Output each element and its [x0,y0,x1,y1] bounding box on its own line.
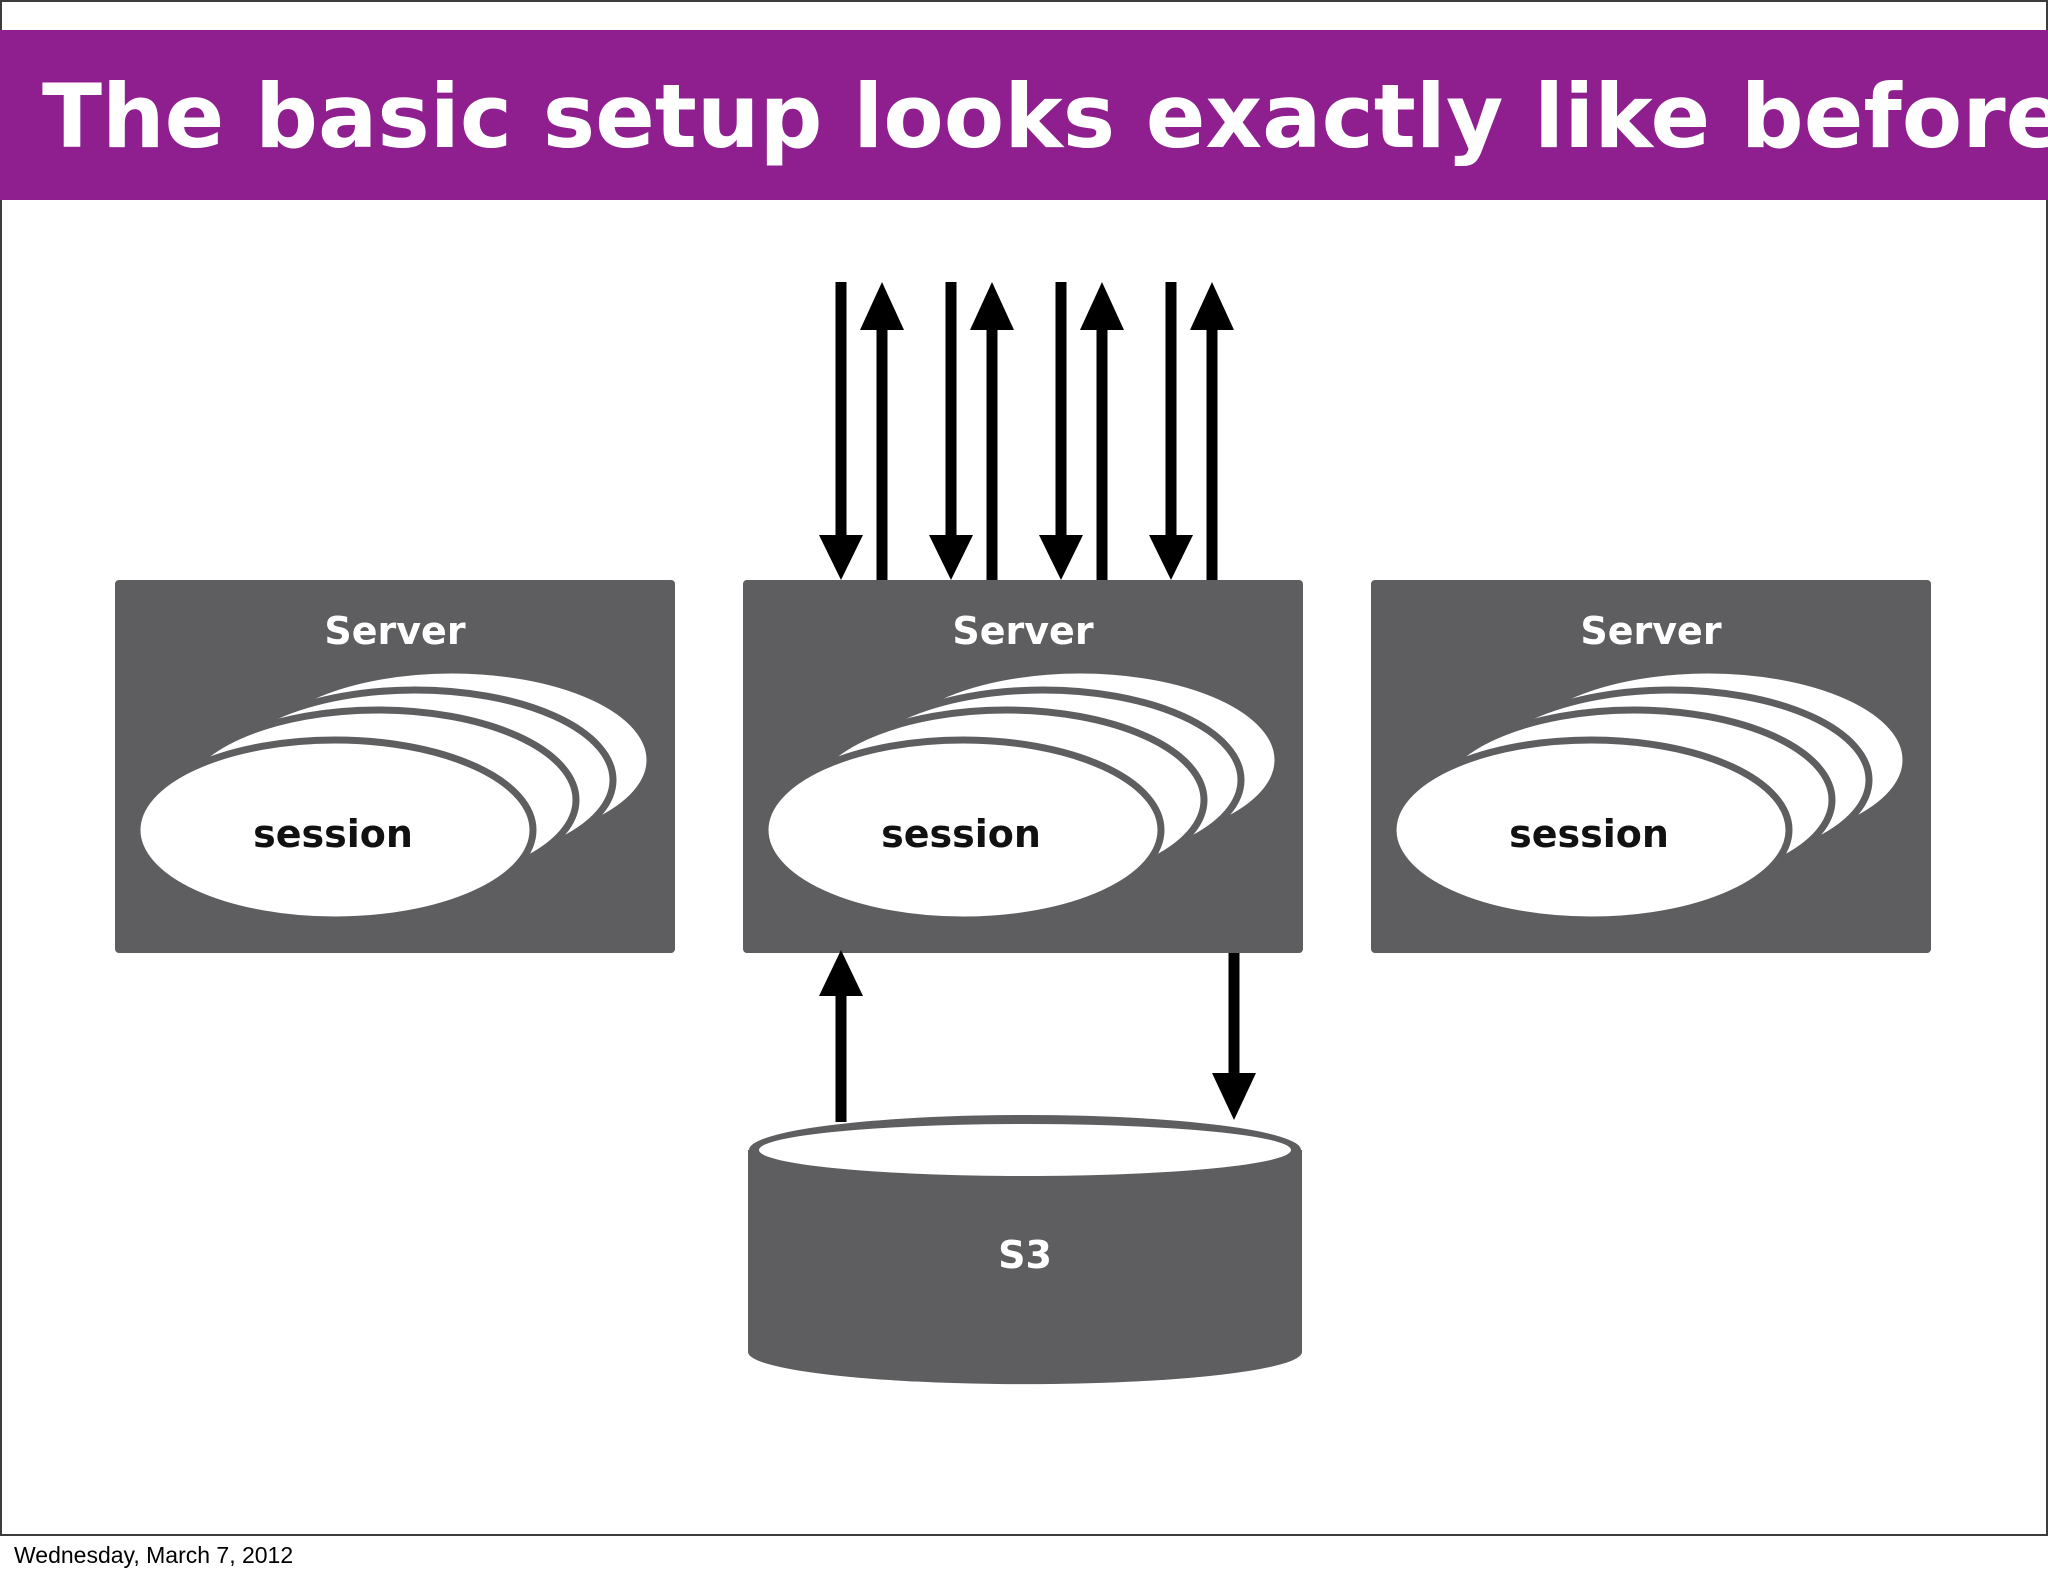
response-arrowhead-2 [970,282,1014,330]
s3-label: S3 [998,1233,1052,1277]
session-stack-3 [1389,666,1910,924]
session-label-3: session [1509,812,1669,856]
s3-cylinder-top [759,1124,1291,1176]
title-bar [0,30,2048,200]
session-ellipse-1 [133,736,537,924]
session-stack-2 [761,666,1282,924]
server-label-1: Server [324,609,465,653]
request-arrowhead-3 [1039,535,1083,580]
top-arrows [819,282,1234,580]
response-arrowhead-1 [860,282,904,330]
storage-arrows [819,950,1256,1122]
request-arrowhead-4 [1149,535,1193,580]
s3-storage-cylinder: S3 [748,1115,1302,1385]
slide-title: The basic setup looks exactly like befor… [42,65,2048,168]
session-ellipse-2 [761,736,1165,924]
server-label-2: Server [952,609,1093,653]
s3-to-server-arrowhead [819,950,863,996]
session-label-2: session [881,812,1041,856]
server-box-3: Server session [1371,580,1931,953]
response-arrowhead-3 [1080,282,1124,330]
session-label-1: session [253,812,413,856]
footer-date: Wednesday, March 7, 2012 [14,1542,293,1568]
server-box-1: Server session [115,580,675,953]
request-arrowhead-2 [929,535,973,580]
server-box-2: Server session [743,580,1303,953]
request-arrowhead-1 [819,535,863,580]
response-arrowhead-4 [1190,282,1234,330]
session-stack-1 [133,666,654,924]
server-to-s3-arrowhead [1212,1073,1256,1120]
server-label-3: Server [1580,609,1721,653]
session-ellipse-3 [1389,736,1793,924]
